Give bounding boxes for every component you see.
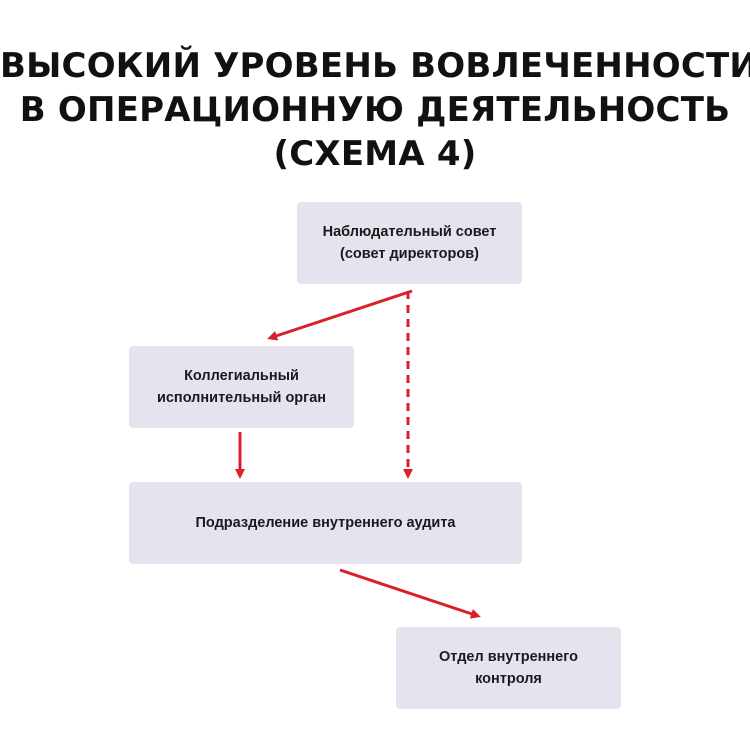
node-label-line: Подразделение внутреннего аудита (195, 515, 456, 531)
node-executive-body: Коллегиальный исполнительный орган (129, 346, 354, 428)
title-line: ВЫСОКИЙ УРОВЕНЬ ВОВЛЕЧЕННОСТИ (0, 46, 750, 86)
node-internal-control: Отдел внутреннего контроля (396, 627, 621, 709)
node-internal-audit: Подразделение внутреннего аудита (129, 482, 522, 564)
node-label-line: Коллегиальный (184, 368, 299, 384)
node-label-line: контроля (475, 671, 542, 687)
node-label-line: (совет директоров) (339, 246, 479, 262)
title-line: В ОПЕРАЦИОННУЮ ДЕЯТЕЛЬНОСТЬ (19, 90, 731, 130)
arrow-audit-to-control (339, 568, 481, 619)
node-label-line: Наблюдательный совет (322, 224, 497, 240)
node-label: Отдел внутреннего контроля (439, 646, 578, 690)
node-label: Коллегиальный исполнительный орган (157, 365, 326, 409)
node-label: Наблюдательный совет (совет директоров) (323, 221, 497, 265)
diagram-title: ВЫСОКИЙ УРОВЕНЬ ВОВЛЕЧЕННОСТИ В ОПЕРАЦИО… (0, 44, 750, 176)
arrow-board-to-exec (267, 289, 413, 341)
node-label: Подразделение внутреннего аудита (195, 512, 455, 534)
node-label-line: исполнительный орган (156, 390, 327, 406)
node-label-line: Отдел внутреннего (439, 649, 578, 665)
title-line: (СХЕМА 4) (273, 134, 477, 174)
node-supervisory-board: Наблюдательный совет (совет директоров) (297, 202, 522, 284)
